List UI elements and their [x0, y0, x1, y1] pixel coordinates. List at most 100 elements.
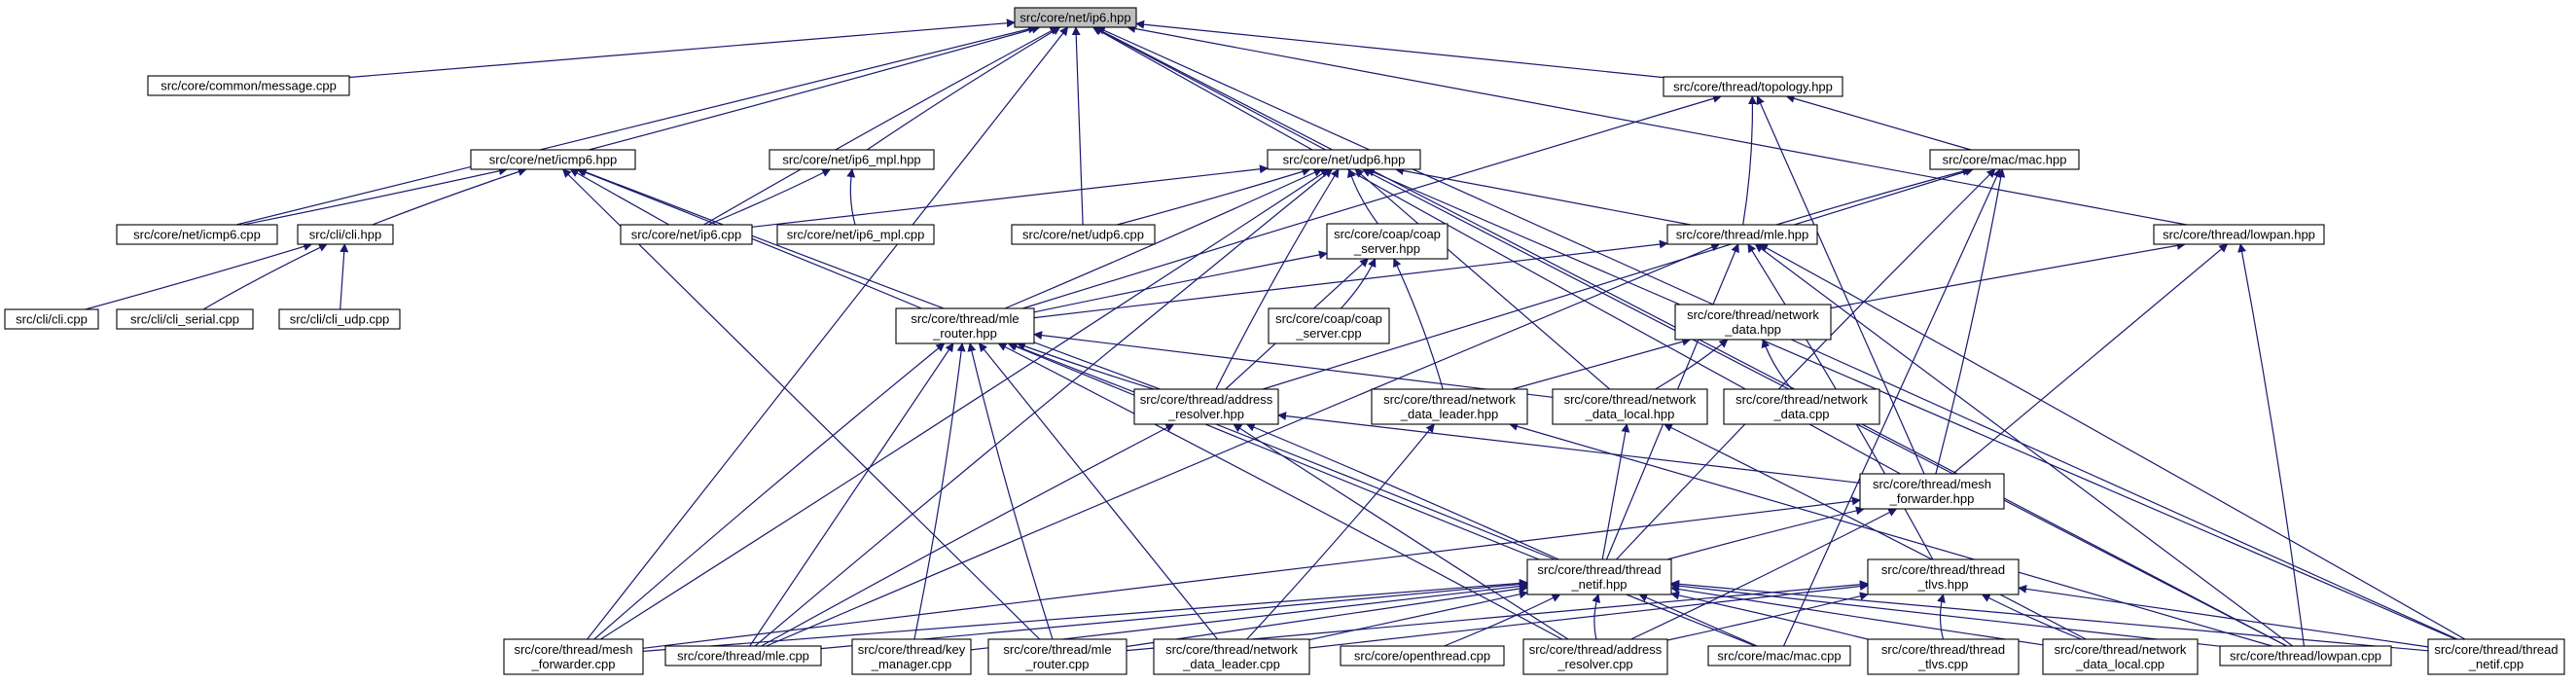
- node-udp6-hpp[interactable]: src/core/net/udp6.hpp: [1267, 149, 1421, 170]
- node-box[interactable]: [116, 224, 278, 245]
- node-coap-server-cpp[interactable]: src/core/coap/coap_server.cpp: [1268, 307, 1390, 344]
- node-network-data-cpp[interactable]: src/core/thread/network_data.cpp: [1723, 388, 1880, 425]
- node-mac-cpp[interactable]: src/core/mac/mac.cpp: [1707, 645, 1851, 666]
- node-box[interactable]: [1153, 638, 1310, 675]
- node-mac-hpp[interactable]: src/core/mac/mac.hpp: [1929, 149, 2080, 170]
- node-network-data-leader-cpp[interactable]: src/core/thread/network_data_leader.cpp: [1153, 638, 1310, 675]
- node-box[interactable]: [776, 224, 935, 245]
- node-box[interactable]: [1326, 223, 1449, 260]
- node-box[interactable]: [4, 308, 99, 330]
- node-box[interactable]: [1867, 638, 2020, 675]
- node-mle-router-hpp[interactable]: src/core/thread/mle_router.hpp: [895, 307, 1035, 344]
- node-mle-cpp[interactable]: src/core/thread/mle.cpp: [664, 645, 822, 666]
- node-label: _router.hpp: [932, 326, 997, 341]
- node-box[interactable]: [1526, 558, 1672, 595]
- edge-cli_cpp-to-cli_hpp: [85, 242, 313, 310]
- node-openthread-cpp[interactable]: src/core/openthread.cpp: [1340, 645, 1505, 666]
- edge-mle_router_hpp-to-mle_hpp: [1033, 239, 1668, 319]
- node-coap-server-hpp[interactable]: src/core/coap/coap_server.hpp: [1326, 223, 1449, 260]
- node-box[interactable]: [620, 224, 753, 245]
- node-network-data-hpp[interactable]: src/core/thread/network_data.hpp: [1674, 304, 1832, 341]
- node-message-cpp[interactable]: src/core/common/message.cpp: [147, 75, 350, 96]
- node-cli-cpp[interactable]: src/cli/cli.cpp: [4, 308, 99, 330]
- node-box[interactable]: [1867, 558, 2020, 595]
- node-box[interactable]: [1929, 149, 2080, 170]
- node-box[interactable]: [1674, 304, 1832, 341]
- node-thread-netif-hpp[interactable]: src/core/thread/thread_netif.hpp: [1526, 558, 1672, 595]
- node-box[interactable]: [1663, 76, 1843, 97]
- edge-cli_serial_cpp-to-cli_hpp: [202, 243, 328, 310]
- node-thread-tlvs-cpp[interactable]: src/core/thread/thread_tlvs.cpp: [1867, 638, 2020, 675]
- node-network-data-local-hpp[interactable]: src/core/thread/network_data_local.hpp: [1552, 388, 1708, 425]
- edge-lowpan_cpp-to-thread_netif_hpp: [1670, 581, 2221, 647]
- node-thread-tlvs-hpp[interactable]: src/core/thread/thread_tlvs.hpp: [1867, 558, 2020, 595]
- node-box[interactable]: [1371, 388, 1528, 425]
- node-box[interactable]: [1666, 224, 1818, 245]
- node-label: _manager.cpp: [871, 657, 951, 671]
- node-ip6-hpp[interactable]: src/core/net/ip6.hpp: [1014, 7, 1137, 28]
- node-cli-hpp[interactable]: src/cli/cli.hpp: [297, 224, 394, 245]
- node-lowpan-cpp[interactable]: src/core/thread/lowpan.cpp: [2219, 645, 2392, 666]
- node-box[interactable]: [1014, 7, 1137, 28]
- node-cli-udp-cpp[interactable]: src/cli/cli_udp.cpp: [278, 308, 401, 330]
- node-box[interactable]: [1552, 388, 1708, 425]
- node-box[interactable]: [664, 645, 822, 666]
- node-box[interactable]: [1723, 388, 1880, 425]
- node-box[interactable]: [503, 638, 644, 675]
- node-box[interactable]: [851, 638, 972, 675]
- node-label: src/core/net/ip6.cpp: [631, 228, 741, 242]
- node-mle-hpp[interactable]: src/core/thread/mle.hpp: [1666, 224, 1818, 245]
- edge-mle_router_hpp-to-topology_hpp: [1022, 94, 1722, 309]
- edge-address_resolver_cpp-to-mle_router_hpp: [997, 342, 1562, 640]
- edge-topology_hpp-to-ip6_hpp: [1135, 19, 1664, 79]
- edge-network_data_leader_hpp-to-coap_server_hpp: [1393, 258, 1444, 390]
- node-thread-netif-cpp[interactable]: src/core/thread/thread_netif.cpp: [2427, 638, 2565, 675]
- node-ip6-cpp[interactable]: src/core/net/ip6.cpp: [620, 224, 753, 245]
- node-icmp6-cpp[interactable]: src/core/net/icmp6.cpp: [116, 224, 278, 245]
- node-lowpan-hpp[interactable]: src/core/thread/lowpan.hpp: [2153, 224, 2325, 245]
- node-network-data-leader-hpp[interactable]: src/core/thread/network_data_leader.hpp: [1371, 388, 1528, 425]
- node-cli-serial-cpp[interactable]: src/cli/cli_serial.cpp: [116, 308, 254, 330]
- edge-mle_router_hpp-to-coap_server_hpp: [1033, 250, 1328, 313]
- node-label: src/core/thread/mesh: [1873, 477, 1991, 491]
- node-box[interactable]: [1133, 388, 1279, 425]
- node-network-data-local-cpp[interactable]: src/core/thread/network_data_local.cpp: [2042, 638, 2199, 675]
- edge-ip6_cpp-to-ip6_hpp: [703, 26, 1059, 226]
- node-box[interactable]: [1707, 645, 1851, 666]
- node-box[interactable]: [1011, 224, 1156, 245]
- node-mle-router-cpp[interactable]: src/core/thread/mle_router.cpp: [987, 638, 1127, 675]
- node-box[interactable]: [1340, 645, 1505, 666]
- node-box[interactable]: [2042, 638, 2199, 675]
- node-box[interactable]: [1522, 638, 1668, 675]
- node-box[interactable]: [2153, 224, 2325, 245]
- node-ip6-mpl-cpp[interactable]: src/core/net/ip6_mpl.cpp: [776, 224, 935, 245]
- node-box[interactable]: [895, 307, 1035, 344]
- node-box[interactable]: [297, 224, 394, 245]
- node-box[interactable]: [278, 308, 401, 330]
- node-box[interactable]: [1859, 473, 2005, 510]
- node-address-resolver-cpp[interactable]: src/core/thread/address_resolver.cpp: [1522, 638, 1668, 675]
- node-udp6-cpp[interactable]: src/core/net/udp6.cpp: [1011, 224, 1156, 245]
- edge-icmp6_hpp-to-ip6_hpp: [589, 24, 1041, 151]
- node-label: _server.hpp: [1353, 241, 1420, 256]
- node-box[interactable]: [1267, 149, 1421, 170]
- node-label: src/core/mac/mac.hpp: [1943, 153, 2067, 167]
- node-box[interactable]: [987, 638, 1127, 675]
- node-icmp6-hpp[interactable]: src/core/net/icmp6.hpp: [470, 149, 636, 170]
- node-key-manager-cpp[interactable]: src/core/thread/key_manager.cpp: [851, 638, 972, 675]
- node-box[interactable]: [470, 149, 636, 170]
- node-box[interactable]: [1268, 307, 1390, 344]
- node-mesh-forwarder-hpp[interactable]: src/core/thread/mesh_forwarder.hpp: [1859, 473, 2005, 510]
- node-box[interactable]: [116, 308, 254, 330]
- edge-thread_netif_hpp-to-network_data_local_hpp: [1601, 423, 1630, 560]
- node-box[interactable]: [147, 75, 350, 96]
- node-address-resolver-hpp[interactable]: src/core/thread/address_resolver.hpp: [1133, 388, 1279, 425]
- node-ip6-mpl-hpp[interactable]: src/core/net/ip6_mpl.hpp: [769, 149, 935, 170]
- node-mesh-forwarder-cpp[interactable]: src/core/thread/mesh_forwarder.cpp: [503, 638, 644, 675]
- node-label: src/cli/cli_serial.cpp: [130, 312, 239, 327]
- node-box[interactable]: [769, 149, 935, 170]
- node-topology-hpp[interactable]: src/core/thread/topology.hpp: [1663, 76, 1843, 97]
- node-box[interactable]: [2219, 645, 2392, 666]
- node-box[interactable]: [2427, 638, 2565, 675]
- edge-mesh_forwarder_hpp-to-topology_hpp: [1756, 95, 1925, 475]
